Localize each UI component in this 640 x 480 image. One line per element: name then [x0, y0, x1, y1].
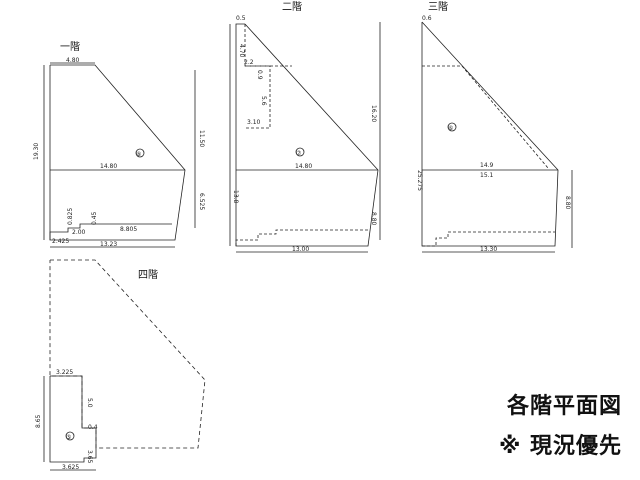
dim-text: 19.30: [33, 143, 40, 160]
dim-text: 6.525: [198, 193, 205, 210]
room-number: ⑦: [296, 150, 302, 157]
third-floor-outline: [421, 21, 559, 247]
dim-text: 2.00: [72, 229, 86, 236]
first-floor-step: [49, 223, 172, 240]
second-floor-dims: 0.5 4.70 0.9 2.2 5.6 3.10 16.20 13.8 14.…: [232, 15, 377, 253]
fourth-floor-room: [49, 375, 97, 463]
second-floor-label: 二階: [282, 1, 302, 13]
room-number: ⑤: [66, 434, 71, 441]
dim-text: 0.45: [91, 211, 98, 225]
dim-text: 0.9: [256, 70, 263, 80]
dim-text: 2.425: [52, 238, 69, 245]
second-floor-room-marker: [295, 147, 305, 157]
fourth-floor-outline: [49, 259, 206, 449]
dim-text: 14.80: [295, 163, 312, 170]
second-floor-plan: 二階: [229, 1, 381, 253]
first-floor-outline: [49, 64, 186, 241]
fourth-floor-label: 四階: [138, 269, 158, 281]
dim-text: 5.0: [86, 398, 93, 408]
dim-text: 3.10: [247, 119, 261, 126]
fourth-floor-plan: 四階: [43, 259, 206, 471]
dim-text: 14.9: [480, 162, 494, 169]
first-floor-plan: 一階: [43, 41, 196, 248]
dim-text: 4.70: [238, 44, 245, 58]
dim-text: 15.1: [480, 172, 494, 179]
first-floor-room-marker: [135, 148, 145, 158]
dim-text: 3.625: [62, 464, 79, 471]
second-floor-step: [235, 229, 368, 246]
dim-text: 8.65: [35, 414, 42, 428]
second-floor-outline: [235, 23, 379, 247]
dim-text: 14.80: [100, 163, 117, 170]
dim-text: 3.225: [56, 369, 73, 376]
dim-text: 5.6: [260, 96, 267, 106]
dim-text: 8.805: [120, 226, 137, 233]
dim-text: 0.6: [422, 15, 432, 22]
first-floor-dims: 4.80 11.50 19.30 14.80 6.525 0.825 0.45 …: [33, 57, 205, 248]
third-floor-step: [422, 231, 555, 247]
dim-text: 11.50: [198, 130, 205, 147]
drawing-note: ※ 現況優先: [498, 434, 622, 459]
dim-text: 25.275: [416, 170, 423, 191]
dim-text: 4.80: [66, 57, 80, 64]
dim-text: 13.00: [292, 246, 309, 253]
dim-text: 0.4: [88, 424, 98, 431]
dim-text: 8.80: [370, 212, 377, 226]
dim-text: 3.65: [86, 450, 93, 464]
third-floor-label: 三階: [428, 1, 448, 13]
fourth-floor-room-marker: [65, 431, 75, 441]
third-floor-dims: 0.6 25.275 14.9 15.1 8.80 13.30 ⑥: [416, 15, 571, 253]
fourth-floor-dims: 3.225 5.0 0.4 8.65 3.65 3.625 ⑤: [35, 369, 98, 471]
dim-text: 2.2: [244, 59, 254, 66]
dim-text: 13.30: [480, 246, 497, 253]
room-number: ⑧: [136, 151, 141, 158]
dim-text: 13.8: [232, 190, 239, 204]
dim-text: 0.5: [236, 15, 246, 22]
dim-text: 8.80: [564, 196, 571, 210]
third-floor-room-marker: [447, 122, 457, 132]
drawing-title: 各階平面図: [506, 394, 622, 419]
room-number: ⑥: [448, 125, 453, 132]
dim-text: 16.20: [370, 105, 377, 122]
first-floor-label: 一階: [60, 41, 80, 53]
third-floor-dashed-edge: [422, 65, 549, 169]
dim-text: 0.825: [67, 208, 74, 225]
dim-text: 13.23: [100, 241, 117, 248]
third-floor-plan: 三階: [421, 1, 573, 253]
